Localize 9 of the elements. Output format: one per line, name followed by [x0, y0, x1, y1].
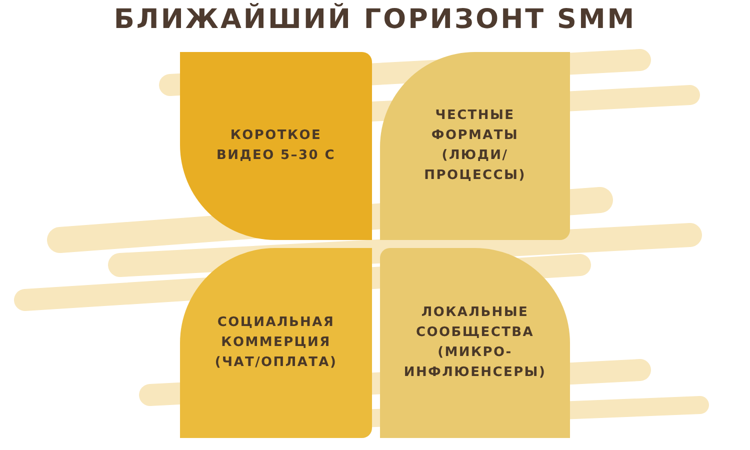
- card-text: ЛОКАЛЬНЫЕ СООБЩЕСТВА (МИКРО- ИНФЛЮЕНСЕРЫ): [402, 304, 548, 382]
- leaf-card: [380, 248, 570, 438]
- title: БЛИЖАЙШИЙ ГОРИЗОНТ SMM: [112, 4, 638, 35]
- leaf-card: [380, 52, 570, 240]
- card-text: ЧЕСТНЫЕ ФОРМАТЫ (ЛЮДИ/ ПРОЦЕССЫ): [423, 106, 527, 186]
- card-text: СОЦИАЛЬНАЯ КОММЕРЦИЯ (ЧАТ/ОПЛАТА): [214, 314, 338, 372]
- leaf-card: [180, 248, 372, 438]
- leaf-card: [180, 52, 372, 240]
- card-text: КОРОТКОЕ ВИДЕО 5–30 С: [216, 126, 336, 165]
